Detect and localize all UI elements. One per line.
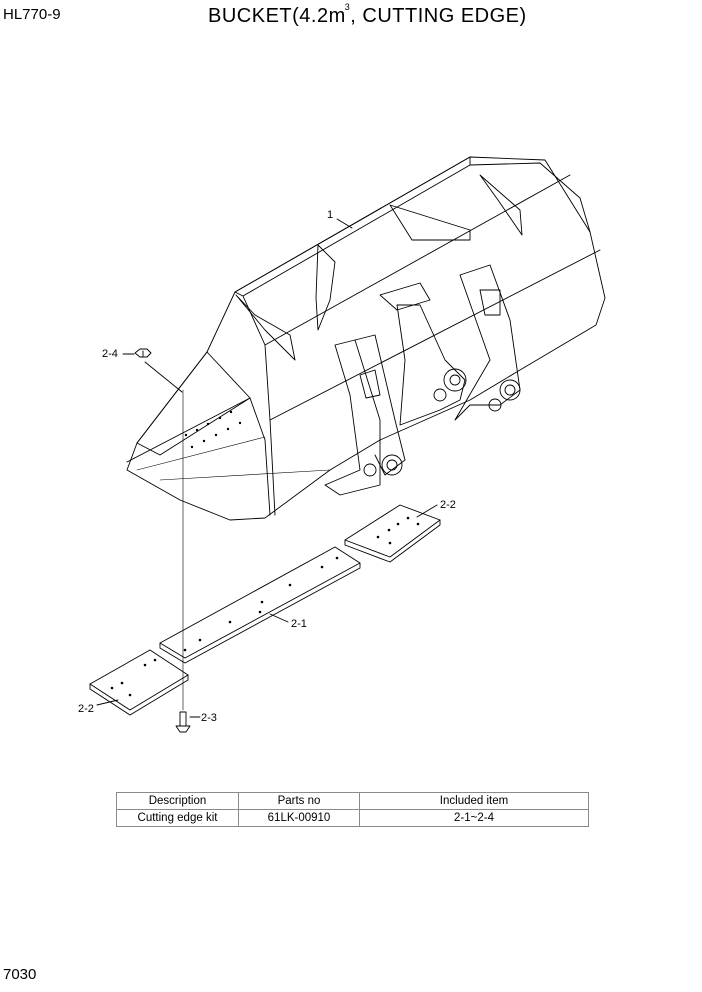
- nut-illustration: [134, 348, 152, 358]
- title-suffix: , CUTTING EDGE): [350, 5, 527, 27]
- callout-cutting-edge: 2-1: [291, 618, 307, 630]
- callout-end-bit-left: 2-2: [78, 703, 94, 715]
- cell-description: Cutting edge kit: [116, 809, 239, 827]
- leader-end-bit-left: [96, 699, 119, 706]
- leader-end-bit-right: [416, 504, 438, 518]
- end-bit-right-illustration: [344, 504, 441, 563]
- page-number: 7030: [3, 966, 37, 983]
- callout-bucket: 1: [327, 209, 333, 221]
- table-row: Cutting edge kit 61LK-00910 2-1~2-4: [116, 809, 589, 827]
- title-superscript: 3: [344, 2, 351, 12]
- bolt-illustration: [175, 711, 191, 733]
- callout-end-bit-right: 2-2: [440, 499, 456, 511]
- parts-table: Description Parts no Included item Cutti…: [116, 792, 589, 827]
- end-bit-left-illustration: [89, 649, 189, 716]
- leader-bucket: [336, 218, 353, 229]
- leader-nut-to-edge: [144, 361, 183, 393]
- title-prefix: BUCKET(4.2m: [208, 5, 346, 27]
- header-included-item: Included item: [359, 792, 589, 810]
- page-title: BUCKET(4.2m3, CUTTING EDGE): [208, 2, 527, 28]
- model-number: HL770-9: [3, 6, 61, 23]
- bucket-illustration: [126, 156, 606, 521]
- header-description: Description: [116, 792, 239, 810]
- header-parts-no: Parts no: [238, 792, 360, 810]
- callout-nut: 2-4: [102, 348, 118, 360]
- leader-cutting-edge: [269, 613, 289, 623]
- cell-parts-no: 61LK-00910: [238, 809, 360, 827]
- parts-table-header: Description Parts no Included item: [116, 792, 589, 810]
- cutting-edge-illustration: [159, 546, 361, 664]
- cell-included-item: 2-1~2-4: [359, 809, 589, 827]
- callout-bolt: 2-3: [201, 712, 217, 724]
